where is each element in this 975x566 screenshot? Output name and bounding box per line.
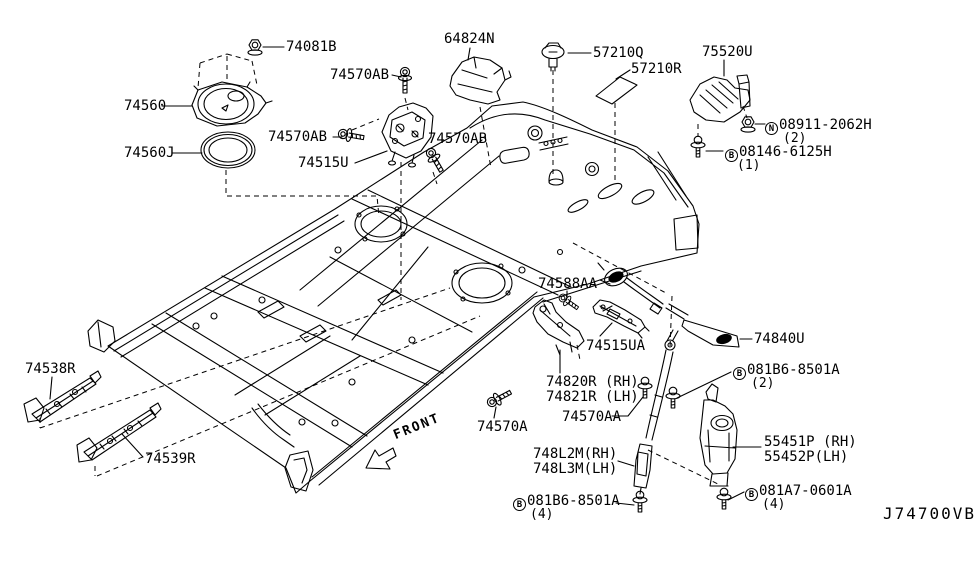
- fastener-081A7-0601A-bolt: [716, 487, 732, 510]
- part-74515UA-stiffener: [592, 299, 650, 339]
- part-label-57210Q: 57210Q: [593, 45, 644, 61]
- front-arrow-icon: [365, 447, 397, 470]
- circled-b-icon: B: [745, 488, 758, 501]
- fastener-qty-08146: (1): [737, 158, 761, 173]
- part-label-74539R: 74539R: [145, 451, 196, 467]
- fastener-08146-6125H-bolt: [690, 135, 706, 158]
- part-label-75520U: 75520U: [702, 44, 753, 60]
- fastener-qty-081A7: (4): [762, 497, 786, 512]
- part-label-74570AA: 74570AA: [562, 409, 622, 425]
- fastener-qty-081B6-mid: (2): [751, 376, 775, 391]
- part-label-74081B: 74081B: [286, 39, 337, 55]
- diagram-code: J74700VB: [883, 504, 975, 523]
- part-label-74560: 74560: [124, 98, 167, 114]
- fastener-74570AB-bolt-left: [336, 126, 366, 145]
- circled-b-icon: B: [513, 498, 526, 511]
- part-label-74820R: 74820R (RH): [546, 374, 639, 390]
- fastener-qty-08911: (2): [783, 131, 807, 146]
- part-74560-grille: [191, 81, 273, 127]
- part-label-64824N: 64824N: [444, 31, 495, 47]
- part-74820R-bracket: [532, 299, 585, 356]
- part-75520U-bracket: [689, 74, 751, 123]
- part-label-74560J: 74560J: [124, 145, 175, 161]
- part-74538R-member: [23, 370, 102, 423]
- part-label-748L3M: 748L3M(LH): [533, 461, 618, 477]
- part-64824N-bracket: [449, 56, 512, 105]
- part-74515U-bracket: [381, 102, 434, 168]
- part-label-74588AA: 74588AA: [538, 276, 598, 292]
- circled-b-icon: B: [733, 367, 746, 380]
- part-74560J-seal-ring: [200, 131, 256, 169]
- part-57210R-pad: [595, 76, 638, 105]
- part-label-74570A: 74570A: [477, 419, 528, 435]
- fastener-number: 08146-6125H: [739, 144, 832, 160]
- fastener-number: 081B6-8501A: [527, 493, 620, 509]
- part-label-74570AB-left: 74570AB: [268, 129, 328, 145]
- fastener-number: 08911-2062H: [779, 117, 872, 133]
- fastener-74570A-bolt: [484, 385, 515, 411]
- part-label-74570AB-right: 74570AB: [428, 131, 488, 147]
- part-label-74515UA: 74515UA: [586, 338, 646, 354]
- fastener-number: 081A7-0601A: [759, 483, 852, 499]
- projection-lines: [39, 53, 748, 485]
- part-55451P-bracket: [699, 383, 738, 487]
- floor-panel-drawing: [87, 101, 700, 494]
- floor-opening-left: [354, 205, 408, 243]
- fastener-08911-2062H-nut: [740, 116, 756, 133]
- fastener-qty-081B6-bottom: (4): [530, 507, 554, 522]
- circled-n-icon: N: [765, 122, 778, 135]
- circled-b-icon: B: [725, 149, 738, 162]
- part-label-55452P: 55452P(LH): [764, 449, 849, 465]
- fastener-74570AA-bolt: [637, 376, 653, 399]
- leader-lines: [49, 46, 766, 506]
- part-label-74515U: 74515U: [298, 155, 349, 171]
- part-74539R-member: [76, 402, 162, 463]
- fastener-74588AA-bolt: [556, 290, 582, 314]
- fastener-74081B-nut: [247, 39, 263, 56]
- part-label-74821R: 74821R (LH): [546, 389, 639, 405]
- part-label-74538R: 74538R: [25, 361, 76, 377]
- fastener-number: 081B6-8501A: [747, 362, 840, 378]
- part-label-57210R: 57210R: [631, 61, 682, 77]
- floor-holes: [192, 246, 564, 427]
- part-748L2M-strap: [633, 329, 679, 495]
- part-74840U-harness-rod: [597, 262, 740, 348]
- fastener-74570AB-bolt-top: [397, 66, 413, 94]
- floor-opening-right: [451, 262, 513, 304]
- part-label-55451P: 55451P (RH): [764, 434, 857, 450]
- part-57210Q-clip: [541, 42, 565, 72]
- part-label-74840U: 74840U: [754, 331, 805, 347]
- part-label-74570AB-top: 74570AB: [330, 67, 390, 83]
- part-label-748L2M: 748L2M(RH): [533, 446, 618, 462]
